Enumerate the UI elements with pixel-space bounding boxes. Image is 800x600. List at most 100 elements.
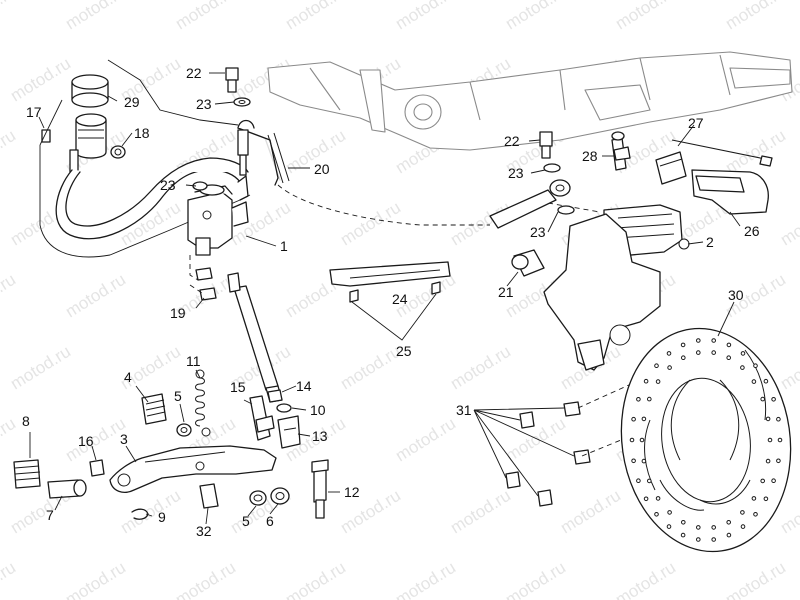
callout-5: 5 bbox=[174, 388, 182, 404]
disc-drill-hole bbox=[776, 416, 781, 422]
caliper-washer bbox=[557, 205, 575, 215]
brake-fluid-reservoir bbox=[69, 74, 109, 173]
group-outline bbox=[39, 194, 251, 258]
pivot-washer bbox=[176, 423, 192, 437]
callout-3: 3 bbox=[120, 431, 128, 447]
watermark-text: motod.ru bbox=[117, 342, 184, 394]
watermark-text: motod.ru bbox=[502, 414, 569, 466]
watermark-text: motod.ru bbox=[282, 0, 349, 33]
watermark-text: motod.ru bbox=[722, 0, 789, 33]
disc-drill-hole bbox=[696, 350, 701, 355]
disc-drill-hole bbox=[763, 378, 769, 384]
callout-31: 31 bbox=[456, 402, 472, 418]
disc-drill-hole bbox=[655, 379, 661, 384]
disc-drill-hole bbox=[636, 478, 641, 484]
callout-29: 29 bbox=[124, 94, 140, 110]
disc-drill-hole bbox=[777, 437, 783, 443]
clevis-pin-washer bbox=[276, 403, 292, 413]
callout-21: 21 bbox=[498, 284, 514, 300]
disc-drill-hole bbox=[711, 350, 717, 355]
disc-drill-hole bbox=[740, 510, 745, 515]
watermark-text: motod.ru bbox=[392, 414, 459, 466]
watermark-text: motod.ru bbox=[722, 126, 789, 178]
adjuster-screw bbox=[89, 459, 105, 477]
disc-drill-hole bbox=[753, 512, 758, 517]
callout-32: 32 bbox=[196, 523, 212, 539]
watermark-text: motod.ru bbox=[62, 558, 129, 600]
caliper-banjo-bolt bbox=[539, 131, 553, 159]
heel-guard-screw bbox=[349, 281, 441, 303]
disc-drill-hole bbox=[771, 397, 776, 402]
disc-drill-hole bbox=[740, 351, 746, 356]
brake-disc bbox=[620, 327, 792, 553]
callout-14: 14 bbox=[296, 378, 312, 394]
reservoir-hose bbox=[55, 157, 249, 240]
callout-9: 9 bbox=[158, 509, 166, 525]
watermark-text: motod.ru bbox=[612, 0, 679, 33]
clevis-pin bbox=[249, 395, 275, 441]
brake-pedal bbox=[109, 445, 277, 493]
circlip bbox=[131, 508, 149, 520]
callout-18: 18 bbox=[134, 125, 150, 141]
watermark-text: motod.ru bbox=[62, 0, 129, 33]
leader-31 bbox=[473, 407, 575, 497]
watermark-text: motod.ru bbox=[7, 342, 74, 394]
disc-drill-hole bbox=[760, 478, 766, 484]
callout-15: 15 bbox=[230, 379, 246, 395]
callout-22: 22 bbox=[504, 133, 520, 149]
watermark-text: motod.ru bbox=[117, 486, 184, 538]
watermark-text: motod.ru bbox=[502, 558, 569, 600]
watermark-text: motod.ru bbox=[7, 54, 74, 106]
watermark-text: motod.ru bbox=[502, 0, 569, 33]
watermark-text: motod.ru bbox=[722, 558, 789, 600]
leader-25 bbox=[351, 293, 437, 341]
disc-drill-hole bbox=[667, 510, 672, 515]
adjuster-nut bbox=[267, 389, 283, 403]
caliper-washer bbox=[543, 163, 561, 173]
disc-drill-hole bbox=[726, 532, 732, 538]
watermark-text: motod.ru bbox=[172, 558, 239, 600]
bleed-valve bbox=[611, 131, 631, 171]
brake-rod-clevis bbox=[277, 415, 301, 449]
callout-23: 23 bbox=[196, 96, 212, 112]
watermark-text: motod.ru bbox=[777, 198, 800, 250]
disc-drill-hole bbox=[680, 342, 686, 348]
callout-22: 22 bbox=[186, 65, 202, 81]
caliper-bracket bbox=[543, 213, 661, 371]
disc-drill-hole bbox=[740, 365, 745, 370]
disc-drill-hole bbox=[631, 416, 636, 422]
disc-drill-hole bbox=[696, 338, 701, 343]
disc-drill-hole bbox=[636, 397, 641, 402]
disc-drill-hole bbox=[696, 525, 701, 530]
watermark-text: motod.ru bbox=[62, 270, 129, 322]
callout-12: 12 bbox=[344, 484, 360, 500]
watermark-text: motod.ru bbox=[337, 342, 404, 394]
disc-drill-hole bbox=[767, 437, 773, 443]
brake-pads bbox=[691, 169, 769, 215]
watermark-text: motod.ru bbox=[0, 126, 19, 178]
callout-4: 4 bbox=[124, 369, 132, 385]
callout-8: 8 bbox=[22, 413, 30, 429]
disc-drill-hole bbox=[726, 520, 732, 525]
callout-24: 24 bbox=[392, 291, 408, 307]
spacer-washer bbox=[249, 490, 267, 506]
flat-washer bbox=[270, 487, 290, 505]
watermark-text: motod.ru bbox=[282, 558, 349, 600]
callout-6: 6 bbox=[266, 513, 274, 529]
watermark-text: motod.ru bbox=[0, 558, 19, 600]
watermark-text: motod.ru bbox=[557, 486, 624, 538]
pad-retaining-pin bbox=[671, 139, 773, 167]
callout-23: 23 bbox=[160, 177, 176, 193]
caliper-slide-pin bbox=[511, 249, 545, 277]
callout-20: 20 bbox=[314, 161, 330, 177]
swingarm-frame bbox=[267, 51, 793, 151]
watermark-text: motod.ru bbox=[392, 0, 459, 33]
disc-drill-hole bbox=[726, 342, 732, 348]
disc-drill-hole bbox=[751, 496, 757, 501]
disc-drill-hole bbox=[647, 478, 652, 484]
callout-23: 23 bbox=[508, 165, 524, 181]
pedal-bushing bbox=[199, 483, 219, 509]
disc-drill-hole bbox=[753, 363, 758, 369]
disc-drill-hole bbox=[666, 524, 672, 529]
disc-drill-hole bbox=[776, 458, 781, 464]
